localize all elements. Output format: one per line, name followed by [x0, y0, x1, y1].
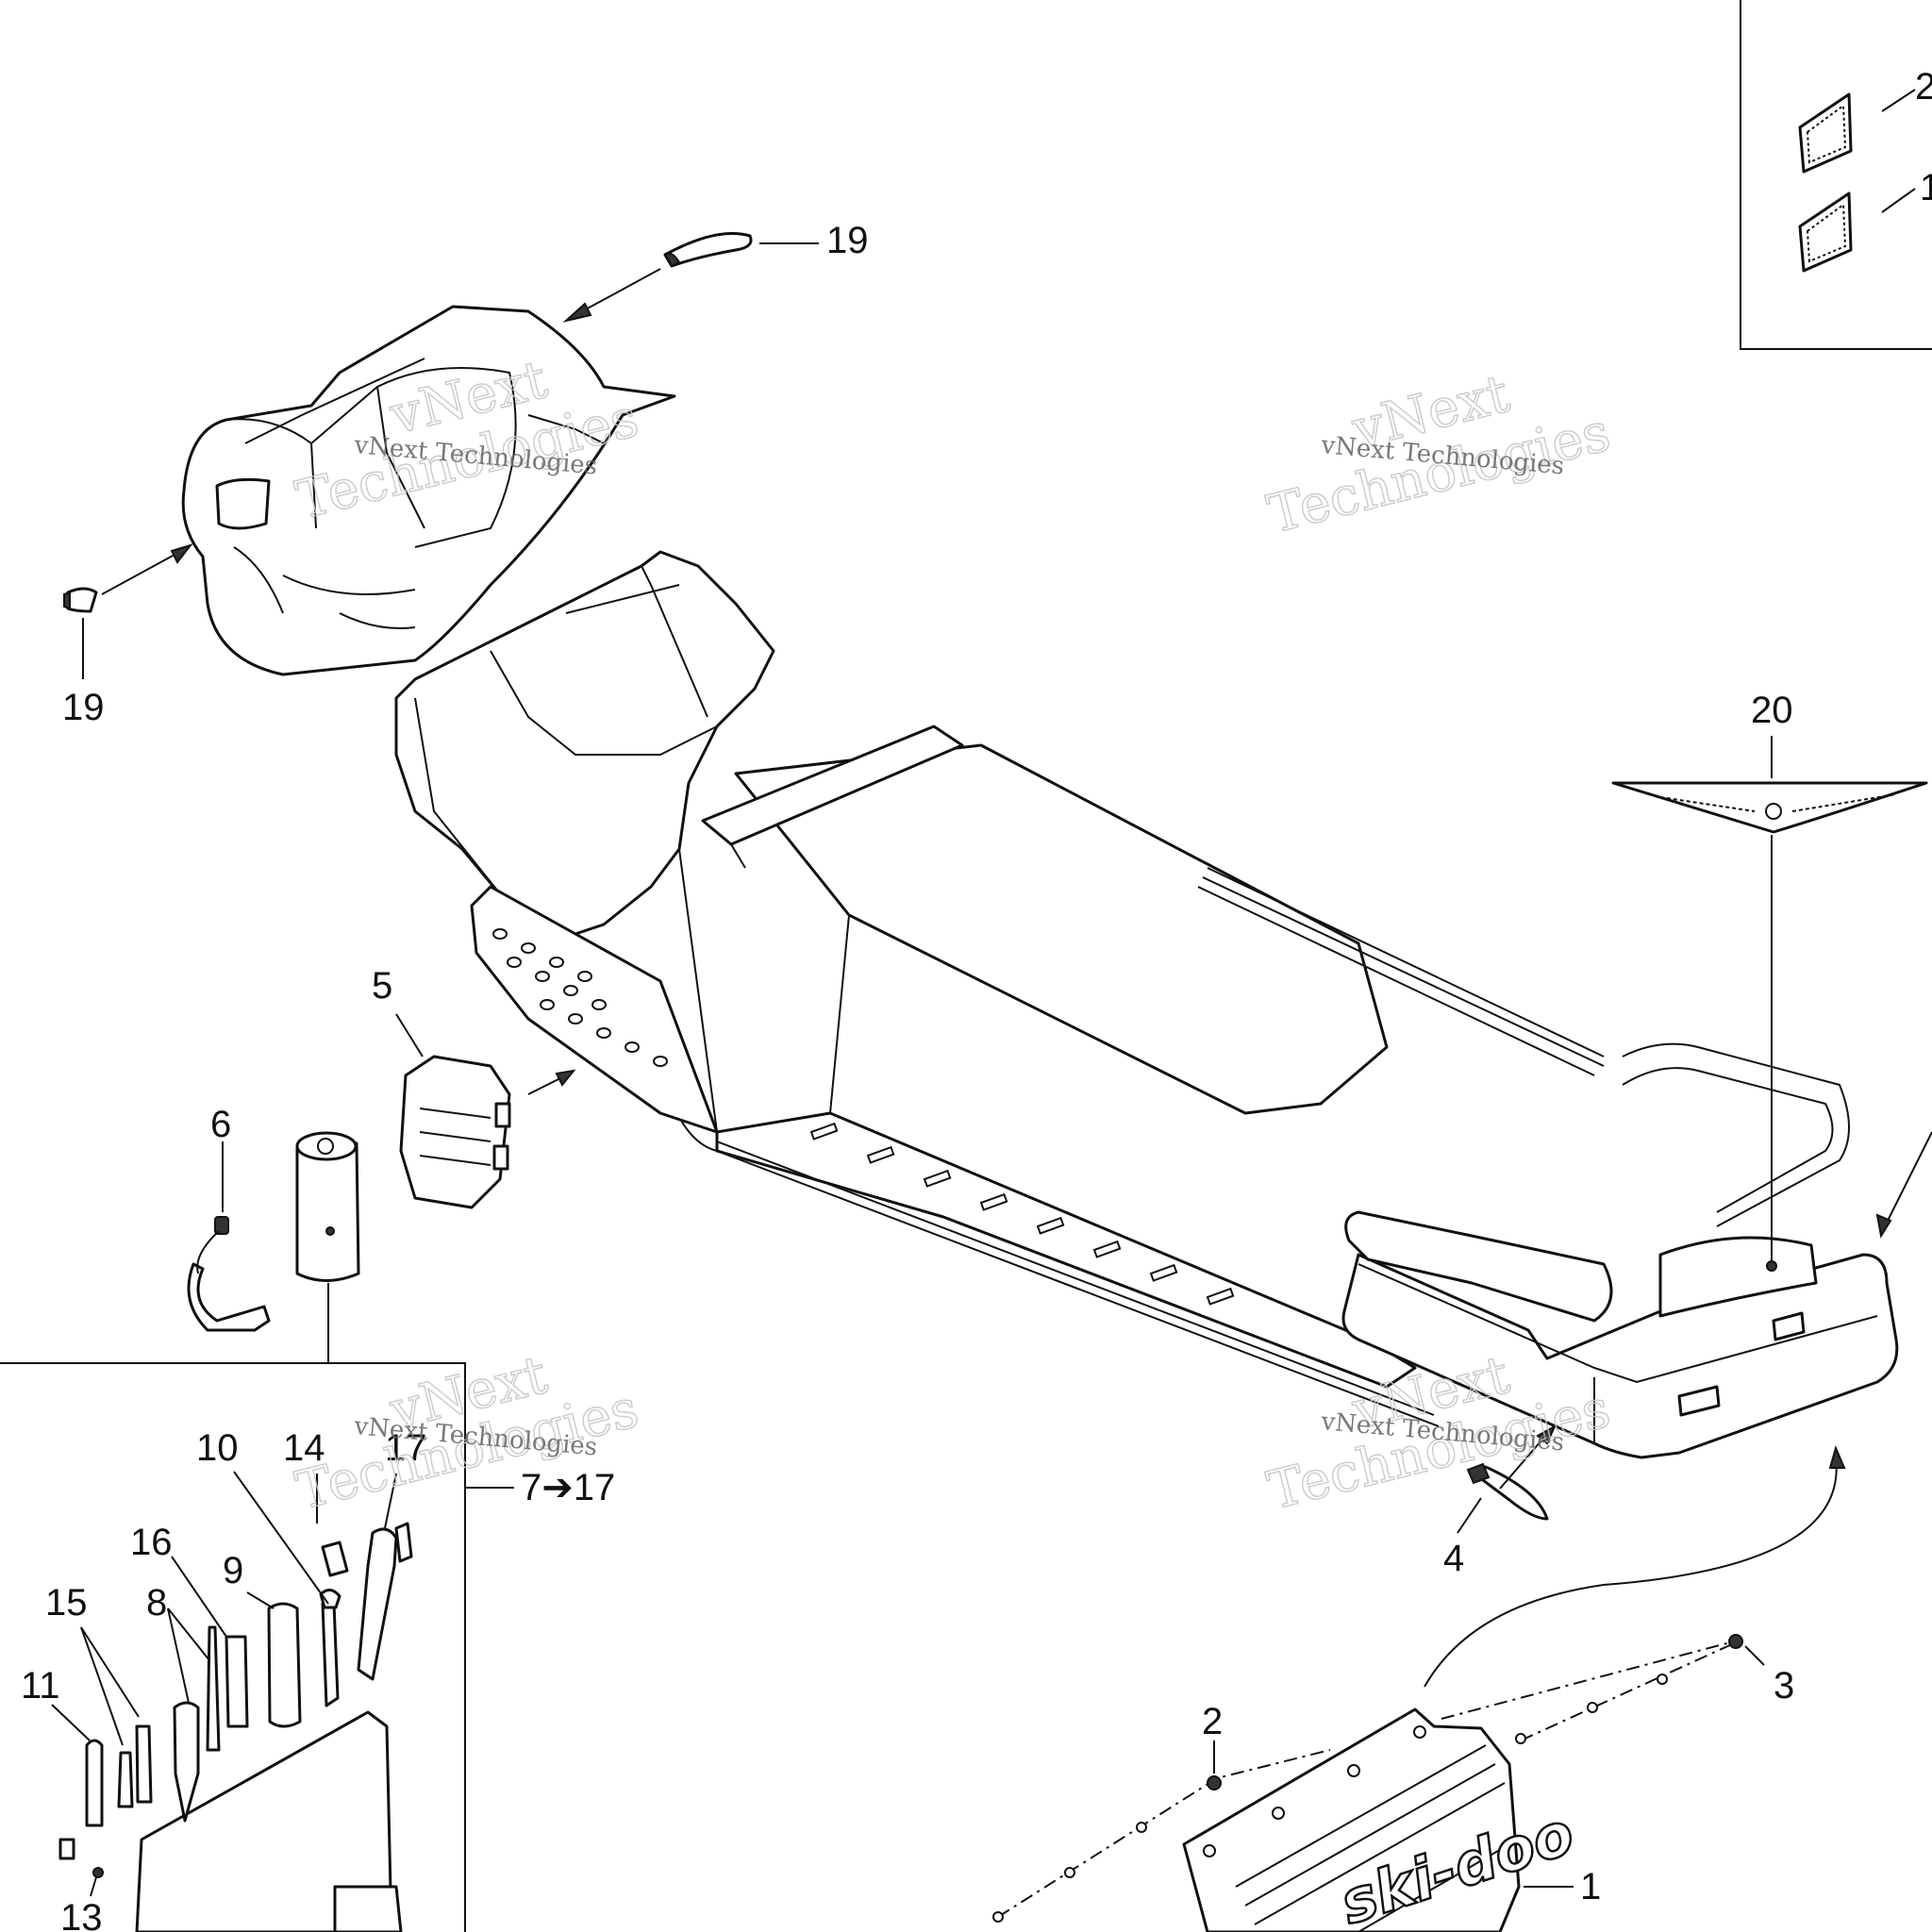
callout-7-to-17: 7➔17	[521, 1467, 615, 1508]
callout-10: 10	[196, 1427, 239, 1469]
part-19-top: 19	[562, 220, 869, 323]
rear-panel-leader	[1424, 1445, 1846, 1688]
vent-grille-2	[1798, 92, 1853, 174]
callout-19-left: 19	[62, 687, 105, 728]
callout-15: 15	[45, 1582, 88, 1624]
callout-inset-1: 1	[1920, 167, 1932, 208]
callout-13: 13	[60, 1897, 103, 1932]
callout-inset-2: 2	[1915, 66, 1932, 108]
fasteners: 2 3	[992, 1634, 1794, 1923]
footrest-holes	[492, 928, 668, 1067]
hood-assembly	[181, 305, 676, 676]
callout-11: 11	[21, 1665, 60, 1707]
part-20-decal: 20	[1611, 690, 1928, 1272]
part-19-left: 19	[62, 543, 193, 728]
part-5-heat-shield: 5	[372, 965, 576, 1209]
tool-kit-tube	[295, 1131, 360, 1363]
callout-19-top: 19	[826, 220, 869, 261]
callout-17: 17	[385, 1427, 427, 1469]
vent-grille-1	[1798, 192, 1853, 273]
callout-9: 9	[223, 1550, 243, 1591]
inset-box-top-right: 2 1	[1740, 0, 1932, 350]
callout-5: 5	[372, 965, 392, 1007]
arrow-right-edge	[1875, 1131, 1932, 1239]
part-1-rear-panel: ski-doo 1	[1182, 1707, 1601, 1932]
running-board-slots	[809, 1122, 1235, 1306]
callout-14: 14	[283, 1427, 325, 1469]
callout-3: 3	[1774, 1665, 1794, 1707]
part-6-strap: 6	[187, 1104, 271, 1332]
watermark-top-right: vNext Technologies vNext Technologies	[1261, 362, 1617, 546]
callout-8: 8	[146, 1582, 167, 1624]
chassis-frame	[394, 550, 1899, 1459]
part-4: 4	[1443, 1424, 1557, 1579]
callout-20: 20	[1751, 690, 1793, 731]
inset-box-toolkit: 7➔17 11 13 15 8 16 9	[0, 1362, 615, 1932]
callout-16: 16	[130, 1522, 173, 1563]
callout-4: 4	[1443, 1538, 1464, 1579]
callout-1: 1	[1580, 1866, 1601, 1907]
callout-2: 2	[1202, 1701, 1223, 1742]
callout-6: 6	[210, 1104, 231, 1145]
